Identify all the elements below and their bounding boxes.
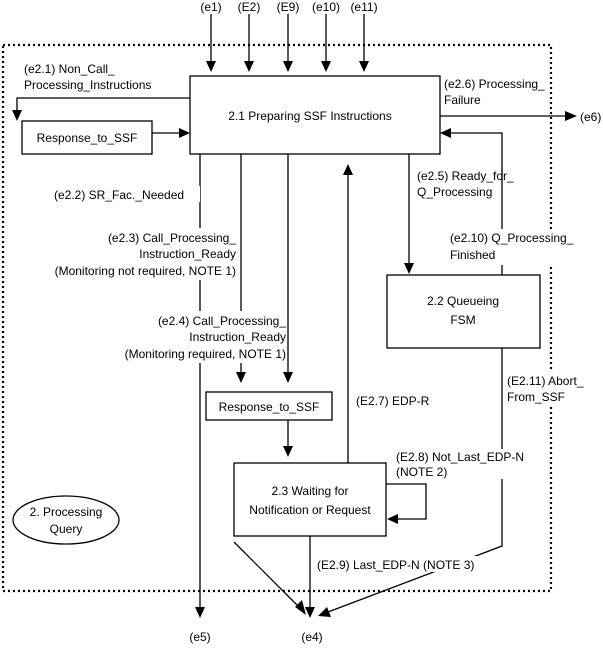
label-e2-4-line-3: (Monitoring required, NOTE 1) bbox=[125, 347, 286, 361]
label-e2-3-line-3: (Monitoring not required, NOTE 1) bbox=[55, 264, 236, 278]
label-e2-4-line-2: Instruction_Ready bbox=[189, 330, 286, 344]
arrow-response-to-waiting bbox=[283, 420, 293, 457]
process-ellipse-label-2: Query bbox=[50, 522, 83, 536]
output-label-e4: (e4) bbox=[301, 630, 322, 644]
input-label-e10: (e10) bbox=[312, 0, 340, 14]
label-e2-2-backdrop bbox=[52, 186, 200, 202]
output-label-e6: (e6) bbox=[580, 110, 601, 124]
label-e2-7: (E2.7) EDP-R bbox=[356, 394, 430, 408]
output-label-e5: (e5) bbox=[189, 630, 210, 644]
label-e2-8-backdrop bbox=[393, 449, 545, 479]
label-e2-9: (E2.9) Last_EDP-N (NOTE 3) bbox=[317, 558, 474, 572]
process-ellipse bbox=[12, 495, 120, 545]
arrow-e2-9 bbox=[305, 536, 315, 618]
label-e2-11-line-1: (E2.11) Abort_ bbox=[507, 374, 584, 388]
arrow-e2-5 bbox=[404, 154, 414, 274]
input-label-e11: (e11) bbox=[350, 0, 377, 14]
state-queueing-label-1: 2.2 Queueing bbox=[427, 294, 499, 308]
label-e2-11-line-2: From_SSF bbox=[507, 390, 565, 404]
state-queueing-box bbox=[386, 274, 541, 349]
label-e2-10-backdrop bbox=[446, 229, 594, 265]
state-waiting-box bbox=[233, 462, 387, 537]
arrow-e2-8 bbox=[386, 483, 427, 524]
arrow-waiting-to-e4 bbox=[233, 541, 306, 615]
arrow-response-to-preparing bbox=[152, 128, 190, 138]
arrow-e2-6 bbox=[440, 111, 577, 121]
input-arrows bbox=[206, 14, 369, 72]
label-e2-9-backdrop bbox=[315, 556, 483, 572]
label-e2-10-line-2: Finished bbox=[450, 248, 495, 262]
process-boundary bbox=[1, 43, 553, 593]
label-e2-1-line-1: (e2.1) Non_Call_ bbox=[24, 62, 115, 76]
label-e2-3-line-1: (e2.3) Call_Processing_ bbox=[108, 231, 236, 245]
label-e2-10-line-1: (e2.10) Q_Processing_ bbox=[450, 231, 574, 245]
label-e2-6-line-1: (e2.6) Processing_ bbox=[444, 77, 545, 91]
input-label-e9: (E9) bbox=[277, 0, 300, 14]
arrow-e2-2 bbox=[195, 154, 205, 618]
response-mid-label: Response_to_SSF bbox=[219, 400, 320, 414]
label-e2-4-backdrop bbox=[100, 311, 286, 363]
input-label-e1: (e1) bbox=[200, 0, 221, 14]
arrow-e2-11 bbox=[318, 348, 503, 617]
label-e2-8-line-2: (NOTE 2) bbox=[396, 465, 447, 479]
response-left-box bbox=[21, 120, 153, 155]
arrow-e2-1 bbox=[12, 97, 190, 121]
state-waiting-label-1: 2.3 Waiting for bbox=[272, 484, 349, 498]
arrow-e2-4 bbox=[283, 154, 293, 383]
response-mid-box bbox=[205, 391, 333, 421]
label-e2-1-line-2: Processing_Instructions bbox=[24, 78, 151, 92]
label-e2-6-line-2: Failure bbox=[444, 93, 481, 107]
state-preparing-box bbox=[189, 75, 441, 155]
state-waiting-label-2: Notification or Request bbox=[249, 503, 371, 517]
input-label-e2: (E2) bbox=[238, 0, 261, 14]
state-queueing-label-2: FSM bbox=[450, 313, 475, 327]
input-labels: (e1) (E2) (E9) (e10) (e11) bbox=[200, 0, 377, 14]
arrow-e2-10 bbox=[440, 128, 503, 275]
label-e2-3-line-2: Instruction_Ready bbox=[139, 247, 236, 261]
label-e2-3-backdrop bbox=[26, 228, 238, 280]
label-e2-2: (e2.2) SR_Fac._Needed bbox=[54, 188, 184, 202]
process-ellipse-label-1: 2. Processing bbox=[30, 505, 103, 519]
response-left-label: Response_to_SSF bbox=[37, 131, 138, 145]
label-e2-4-line-1: (e2.4) Call_Processing_ bbox=[158, 314, 286, 328]
label-e2-5-line-1: (e2.5) Ready_for_ bbox=[417, 169, 514, 183]
state-preparing-label: 2.1 Preparing SSF Instructions bbox=[228, 109, 391, 123]
label-e2-5-line-2: Q_Processing bbox=[417, 185, 492, 199]
label-e2-11-backdrop bbox=[504, 372, 598, 406]
arrow-e2-7 bbox=[343, 164, 353, 463]
label-e2-8-line-1: (E2.8) Not_Last_EDP-N bbox=[396, 450, 524, 464]
